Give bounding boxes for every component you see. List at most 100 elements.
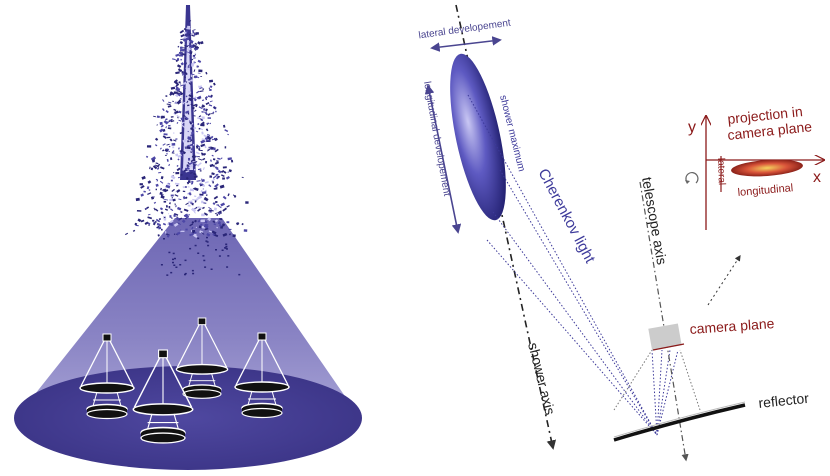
shower-fragment	[187, 138, 193, 141]
shower-fragment	[188, 192, 192, 196]
shower-fragment	[188, 157, 191, 161]
shower-fragment	[184, 273, 186, 276]
shower-fragment	[184, 259, 187, 262]
cherenkov-light-cone	[16, 218, 360, 418]
lateral-development-label: lateral developement	[418, 18, 512, 42]
shower-fragment	[190, 79, 194, 82]
shower-fragment	[215, 201, 218, 204]
shower-fragment	[198, 97, 202, 99]
shower-fragment	[214, 219, 218, 223]
shower-fragment	[191, 34, 195, 37]
shower-fragment	[185, 95, 188, 98]
shower-fragment	[180, 117, 184, 121]
shower-fragment	[167, 223, 169, 225]
shower-fragment	[166, 153, 168, 155]
shower-fragment	[245, 201, 249, 204]
shower-fragment	[185, 62, 188, 65]
shower-fragment	[227, 157, 233, 161]
shower-fragment	[168, 101, 172, 104]
shower-fragment	[166, 234, 170, 238]
shower-fragment	[182, 186, 185, 189]
shower-fragment	[211, 138, 216, 141]
shower-fragment	[132, 229, 136, 232]
camera-plane-line	[652, 343, 685, 351]
shower-fragment	[225, 245, 228, 248]
shower-fragment	[186, 52, 191, 56]
shower-fragment	[200, 152, 206, 156]
shower-fragment	[211, 178, 216, 182]
shower-fragment	[200, 76, 203, 78]
shower-fragment	[158, 217, 162, 221]
shower-fragment	[183, 101, 186, 104]
shower-fragment	[209, 175, 213, 178]
reflector-dish	[613, 403, 746, 442]
shower-fragment	[172, 100, 174, 102]
shower-fragment	[222, 177, 225, 180]
shower-fragment	[243, 229, 248, 232]
shower-fragment	[189, 247, 192, 250]
shower-fragment	[177, 154, 183, 158]
shower-fragment	[180, 33, 185, 38]
shower-fragment	[184, 272, 187, 275]
shower-fragment	[178, 69, 182, 71]
shower-fragment	[215, 249, 217, 251]
shower-fragment	[159, 207, 164, 211]
shower-fragment	[219, 184, 225, 189]
shower-fragment	[163, 215, 166, 218]
shower-fragment	[184, 186, 187, 188]
shower-fragment	[191, 221, 195, 224]
shower-fragment	[190, 147, 194, 151]
shower-fragment	[225, 176, 230, 180]
shower-fragment	[147, 222, 151, 226]
shower-fragment	[160, 166, 165, 170]
shower-fragment	[200, 123, 205, 127]
shower-fragment	[205, 102, 210, 105]
shower-fragment	[209, 89, 212, 91]
shower-fragment	[160, 124, 164, 128]
shower-fragment	[203, 124, 205, 127]
shower-fragment	[202, 108, 206, 111]
shower-fragment	[217, 204, 222, 209]
shower-fragment	[193, 175, 198, 179]
shower-fragment	[168, 202, 171, 205]
shower-fragment	[209, 163, 214, 168]
shower-fragment	[178, 81, 181, 84]
shower-fragment	[168, 205, 171, 209]
shower-fragment	[201, 104, 205, 108]
shower-fragment	[187, 161, 190, 165]
shower-fragment	[169, 198, 174, 202]
shower-fragment	[170, 86, 176, 90]
shower-fragment	[186, 167, 189, 170]
shower-fragment	[185, 72, 188, 76]
shower-fragment	[169, 219, 174, 223]
shower-fragment	[194, 233, 197, 236]
shower-fragment	[164, 154, 167, 156]
cherenkov-rays	[467, 94, 701, 436]
shower-fragment	[205, 240, 208, 242]
shower-fragment	[175, 153, 179, 157]
shower-fragment	[206, 139, 211, 142]
shower-fragment	[188, 120, 191, 122]
shower-fragment	[199, 90, 204, 93]
longitudinal-development-label: longitudinal developement	[421, 81, 452, 198]
shower-fragment	[204, 145, 207, 149]
shower-fragment	[153, 201, 157, 204]
shower-fragment	[212, 220, 216, 224]
shower-fragment	[174, 110, 179, 115]
shower-fragment	[166, 103, 171, 106]
shower-fragment	[192, 31, 195, 34]
shower-fragment	[147, 180, 152, 184]
longitudinal-development-arrow	[424, 84, 462, 234]
shower-fragment	[173, 212, 179, 216]
shower-fragment	[201, 200, 204, 204]
air-shower	[125, 5, 249, 276]
shower-fragment	[190, 127, 194, 131]
shower-fragment	[163, 198, 169, 201]
shower-fragment	[154, 137, 159, 141]
lateral-development-arrow	[430, 36, 502, 52]
shower-fragment	[193, 97, 197, 101]
shower-fragment	[217, 220, 222, 225]
shower-fragment	[187, 130, 189, 133]
shower-fragment	[197, 72, 201, 74]
shower-fragment	[168, 213, 170, 215]
